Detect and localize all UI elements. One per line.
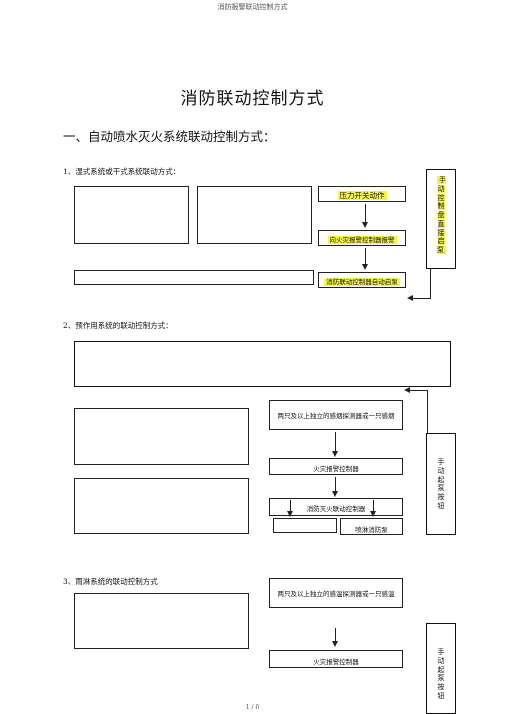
blank-box-1b [197, 186, 312, 244]
flow3-step1-label: 两只及以上独立的感温探测器或一只感温 [277, 590, 395, 598]
blank-box-2b [74, 408, 249, 465]
flow1-side-line-h [412, 298, 431, 300]
flow2-step1-label: 两只及以上独立的感烟探测器或一只感烟 [277, 412, 395, 420]
flow1-step3-label: 消防联动控制器自动启泵 [324, 278, 400, 286]
flow3-step1-box: 两只及以上独立的感温探测器或一只感温 [269, 578, 403, 608]
flow2-arrow3-head [287, 511, 293, 517]
flow1-arrow2-line [365, 248, 367, 265]
subheading-3: 3、雨淋系统的联动控制方式 [63, 577, 158, 586]
running-header: 消防报警联动控制方式 [217, 3, 288, 11]
flow1-step2-box: 向火灾报警控制器报警 [318, 230, 406, 246]
page-number: 1 / 6 [245, 704, 260, 711]
flow2-arrow4-line [373, 500, 375, 512]
flow3-side-box: 手动起泵按钮 [426, 623, 456, 714]
flow1-side-arrow-head [407, 295, 413, 301]
flow1-step1-box: 压力开关动作 [318, 186, 406, 202]
subheading-2: 2、预作用系统的联动控制方式： [63, 321, 173, 330]
flow3-arrow1-line [335, 628, 337, 642]
flow2-step4-label: 喷淋消防泵 [355, 526, 388, 534]
flow2-arrow2-line [335, 477, 337, 492]
page-title: 消防联动控制方式 [180, 89, 325, 109]
flow2-side-line-h [409, 390, 428, 392]
flow2-step3-label: 消防灭火联动控制器 [306, 505, 366, 513]
flow2-arrow1-head [332, 451, 338, 457]
flow2-side-line-v [427, 390, 429, 434]
blank-box-1a [74, 186, 189, 244]
flow1-side-box: 手动控制盘直接启泵 [426, 169, 456, 269]
flow2-arrow1-line [335, 432, 337, 452]
flow1-step2-label: 向火灾报警控制器报警 [327, 236, 397, 244]
flow3-side-label: 手动起泵按钮 [437, 648, 445, 700]
blank-box-3a [74, 593, 249, 649]
flow2-blank-box [273, 518, 337, 533]
flow2-arrow4-head [370, 511, 376, 517]
flow3-arrow1-head [332, 641, 338, 647]
flow2-step2-label: 火灾报警控制器 [313, 465, 359, 473]
flow2-step2-box: 火灾报警控制器 [269, 458, 403, 475]
flow2-side-box: 手动起泵按钮 [426, 433, 456, 535]
flow1-side-line-v [430, 269, 432, 299]
flow2-side-arrow-head [404, 387, 410, 393]
flow2-step4-box: 喷淋消防泵 [340, 518, 403, 535]
flow3-step2-box: 火灾报警控制器 [269, 650, 403, 668]
flow2-side-label: 手动起泵按钮 [437, 458, 445, 510]
flow1-step1-label: 压力开关动作 [337, 191, 387, 200]
flow2-arrow2-head [332, 491, 338, 497]
flow3-step2-label: 火灾报警控制器 [313, 658, 359, 666]
flow1-arrow1-line [365, 204, 367, 223]
blank-box-2a [74, 341, 451, 387]
flow1-side-label: 手动控制盘直接启泵 [437, 176, 446, 254]
blank-box-2c [74, 478, 249, 534]
subheading-1: 1、湿式系统或干式系统联动方式： [63, 167, 181, 176]
flow1-arrow1-head [362, 222, 368, 228]
flow1-step3-box: 消防联动控制器自动启泵 [318, 272, 406, 288]
flow1-arrow2-head [362, 264, 368, 270]
flow2-step1-box: 两只及以上独立的感烟探测器或一只感烟 [269, 400, 403, 430]
flow2-arrow3-line [290, 500, 292, 512]
flow2-step3-box: 消防灭火联动控制器 [269, 498, 403, 516]
blank-box-1c [74, 270, 314, 285]
section-heading-1: 一、自动喷水灭火系统联动控制方式： [63, 129, 276, 144]
